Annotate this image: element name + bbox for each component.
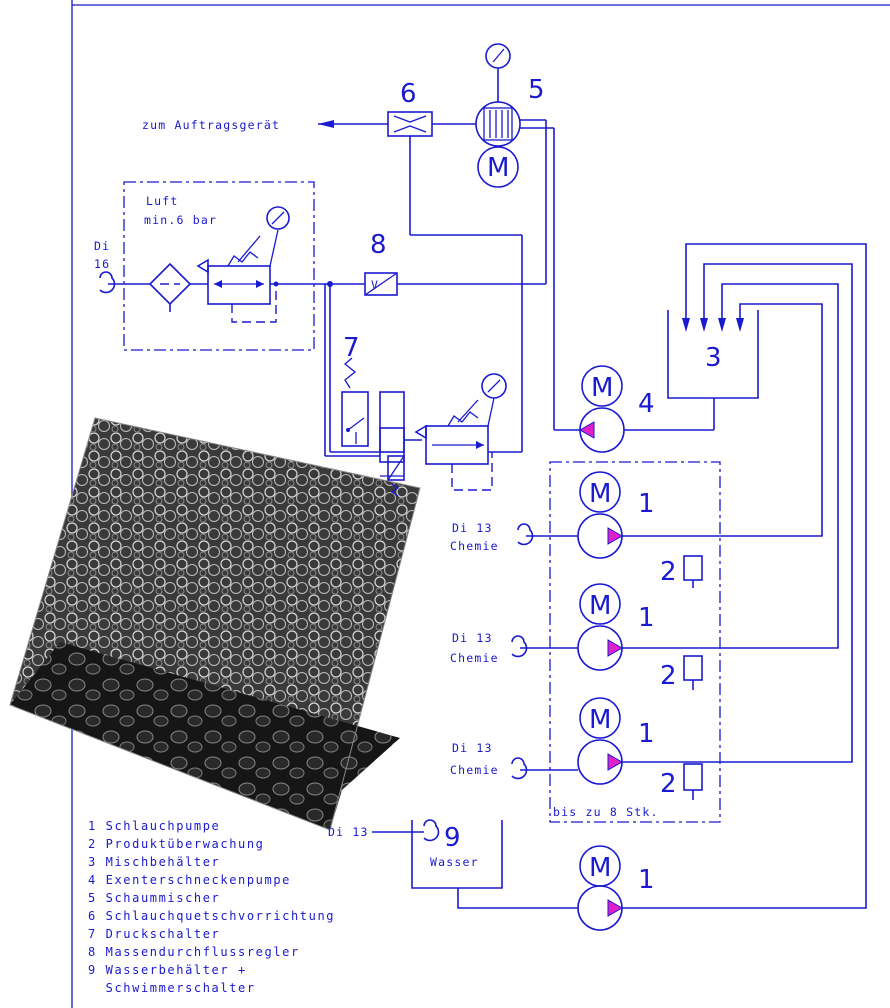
motor-label-1a: M <box>589 479 611 509</box>
motor-label-1d: M <box>589 853 611 883</box>
label-zum-auftragsgeraet: zum Auftragsgerät <box>142 118 280 132</box>
water-tank-9: Di 13 9 Wasser <box>328 819 578 909</box>
legend-item: 7 Druckschalter <box>88 927 220 941</box>
label-di13-b: Di 13 <box>452 631 493 645</box>
number-2a: 2 <box>660 557 677 587</box>
hose-pump-1d: M 1 <box>577 845 655 931</box>
legend-item: 2 Produktüberwachung <box>88 837 265 851</box>
number-1b: 1 <box>638 603 655 633</box>
label-luft: Luft <box>146 194 179 208</box>
label-bis-8: bis zu 8 Stk. <box>553 805 659 819</box>
outlet-arrow: zum Auftragsgerät <box>142 118 388 132</box>
motor-label-1c: M <box>589 705 611 735</box>
number-1a: 1 <box>638 489 655 519</box>
legend-item: 9 Wasserbehälter + <box>88 963 247 977</box>
number-8: 8 <box>370 230 387 260</box>
motor-label-4: M <box>591 373 613 403</box>
mixing-vessel-3: 3 <box>622 243 867 909</box>
number-2c: 2 <box>660 769 677 799</box>
label-di: Di <box>94 239 110 253</box>
label-chemie-a: Chemie <box>450 539 499 553</box>
pump-group-box <box>549 461 721 823</box>
label-wasser: Wasser <box>430 855 479 869</box>
legend-item: 1 Schlauchpumpe <box>88 819 220 833</box>
legend-item: Schwimmerschalter <box>88 981 256 995</box>
number-3: 3 <box>705 343 722 373</box>
label-chemie-c: Chemie <box>450 763 499 777</box>
legend-item: 4 Exenterschneckenpumpe <box>88 873 291 887</box>
motor-label-5: M <box>487 153 509 183</box>
hose-pump-1b: M 1 Di 13 Chemie 2 <box>450 583 703 691</box>
label-min-bar: min.6 bar <box>144 213 217 227</box>
hose-pump-1a: M 1 Di 13 Chemie 2 <box>450 471 703 588</box>
number-7: 7 <box>343 333 360 363</box>
eccentric-pump-4: M 4 <box>578 365 655 453</box>
label-di13-c: Di 13 <box>452 741 493 755</box>
number-1d: 1 <box>638 865 655 895</box>
label-di-16: 16 <box>94 257 110 271</box>
legend-item: 8 Massendurchflussregler <box>88 945 300 959</box>
legend-item: 5 Schaummischer <box>88 891 220 905</box>
air-supply-unit: Luft min.6 bar Di 16 <box>94 181 330 351</box>
number-6: 6 <box>400 79 417 109</box>
hose-pump-1c: M 1 Di 13 Chemie 2 <box>450 697 703 800</box>
number-5: 5 <box>528 75 545 105</box>
number-9: 9 <box>444 823 461 853</box>
motor-label-1b: M <box>589 591 611 621</box>
legend-item: 3 Mischbehälter <box>88 855 220 869</box>
number-2b: 2 <box>660 661 677 691</box>
number-1c: 1 <box>638 719 655 749</box>
label-chemie-b: Chemie <box>450 651 499 665</box>
label-di13-water: Di 13 <box>328 825 369 839</box>
v-symbol: V <box>371 278 379 292</box>
foam-mixer-5: M 5 <box>475 43 580 431</box>
number-4: 4 <box>638 389 655 419</box>
hose-squeezer-6: 6 <box>387 79 523 452</box>
legend-item: 6 Schlauchquetschvorrichtung <box>88 909 335 923</box>
pressure-switch-7: 7 <box>324 284 522 497</box>
mass-flow-controller-8: V 8 <box>327 230 546 296</box>
label-di13-a: Di 13 <box>452 521 493 535</box>
legend: 1 Schlauchpumpe 2 Produktüberwachung 3 M… <box>88 819 335 995</box>
foam-photo <box>9 417 421 831</box>
